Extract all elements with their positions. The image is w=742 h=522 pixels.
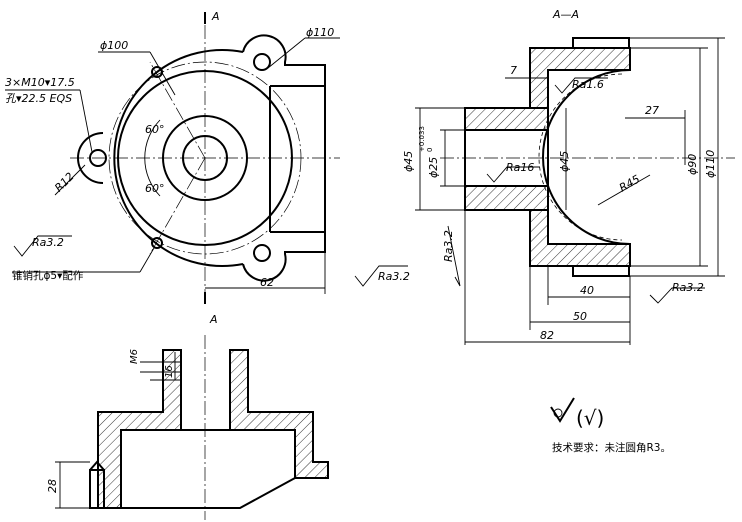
ra16-top-label: Ra1.6 — [572, 78, 604, 91]
section-mark-bottom: A — [209, 313, 218, 326]
dia-100-label: ϕ100 — [100, 39, 128, 52]
ra16-bore-label: Ra16 — [506, 161, 534, 174]
holes-callout-1: 3×M10▾17.5 — [5, 76, 75, 89]
dim-62-label: 62 — [260, 276, 274, 289]
side-view-labels: M6 16 28 — [46, 349, 175, 493]
dim-16-label: 16 — [164, 365, 175, 378]
holes-callout-2: 孔▾22.5 EQS — [5, 92, 72, 105]
dim-7-label: 7 — [510, 64, 517, 77]
tol-upper-label: +0.033 — [418, 126, 426, 152]
tech-requirement: 技术要求：未注圆角R3。 — [552, 441, 671, 454]
dim-27-label: 27 — [645, 104, 659, 117]
tech-notes: (√) 技术要求：未注圆角R3。 — [550, 397, 671, 454]
ra32-left-label: Ra3.2 — [32, 236, 64, 249]
section-mark-top: A — [211, 10, 220, 23]
r12-label: R12 — [52, 170, 76, 194]
section-title: A—A — [552, 8, 579, 21]
dia-25-label: ϕ25 — [427, 157, 440, 178]
side-view — [55, 335, 329, 520]
dia-110-label: ϕ110 — [306, 26, 334, 39]
pin-hole-label: 锥销孔ϕ5▾配作 — [12, 269, 84, 282]
dim-28-label: 28 — [46, 479, 59, 493]
tol-lower-label: 0 — [426, 148, 434, 152]
dia-45-inner-label: ϕ45 — [558, 151, 571, 172]
dia-90-label: ϕ90 — [686, 154, 699, 175]
front-view-labels: A A ϕ100 ϕ110 3×M10▾17.5 孔▾22.5 EQS 60° … — [5, 10, 410, 326]
dim-82-label: 82 — [540, 329, 554, 342]
dim-40-label: 40 — [580, 284, 594, 297]
dia-110-right-label: ϕ110 — [704, 150, 717, 178]
r45-label: R45 — [617, 173, 642, 195]
dia-45-left-label: ϕ45 — [402, 151, 415, 172]
ra32-section-label: Ra3.2 — [672, 281, 704, 294]
ra32-right-label: Ra3.2 — [378, 270, 410, 283]
angle-bottom-label: 60° — [145, 182, 165, 195]
angle-top-label: 60° — [145, 123, 165, 136]
m6-label: M6 — [129, 349, 140, 364]
section-view — [415, 37, 735, 345]
ra32-vertical-label: Ra3.2 — [442, 230, 455, 262]
front-view — [5, 12, 408, 304]
dim-50-label: 50 — [573, 310, 587, 323]
rough-symbol: (√) — [576, 406, 604, 430]
